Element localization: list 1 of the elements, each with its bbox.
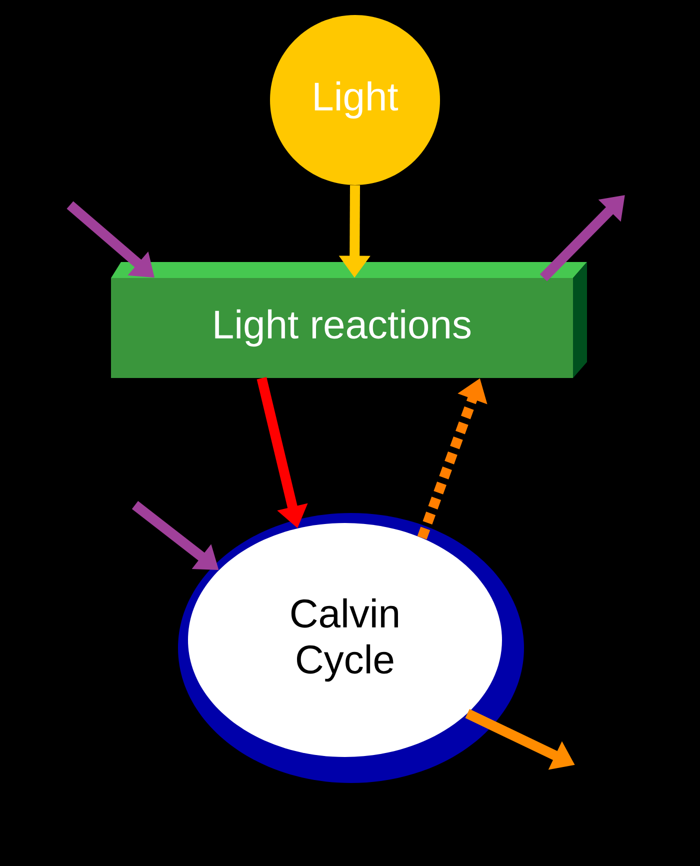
process-box: Light reactions xyxy=(111,262,587,378)
